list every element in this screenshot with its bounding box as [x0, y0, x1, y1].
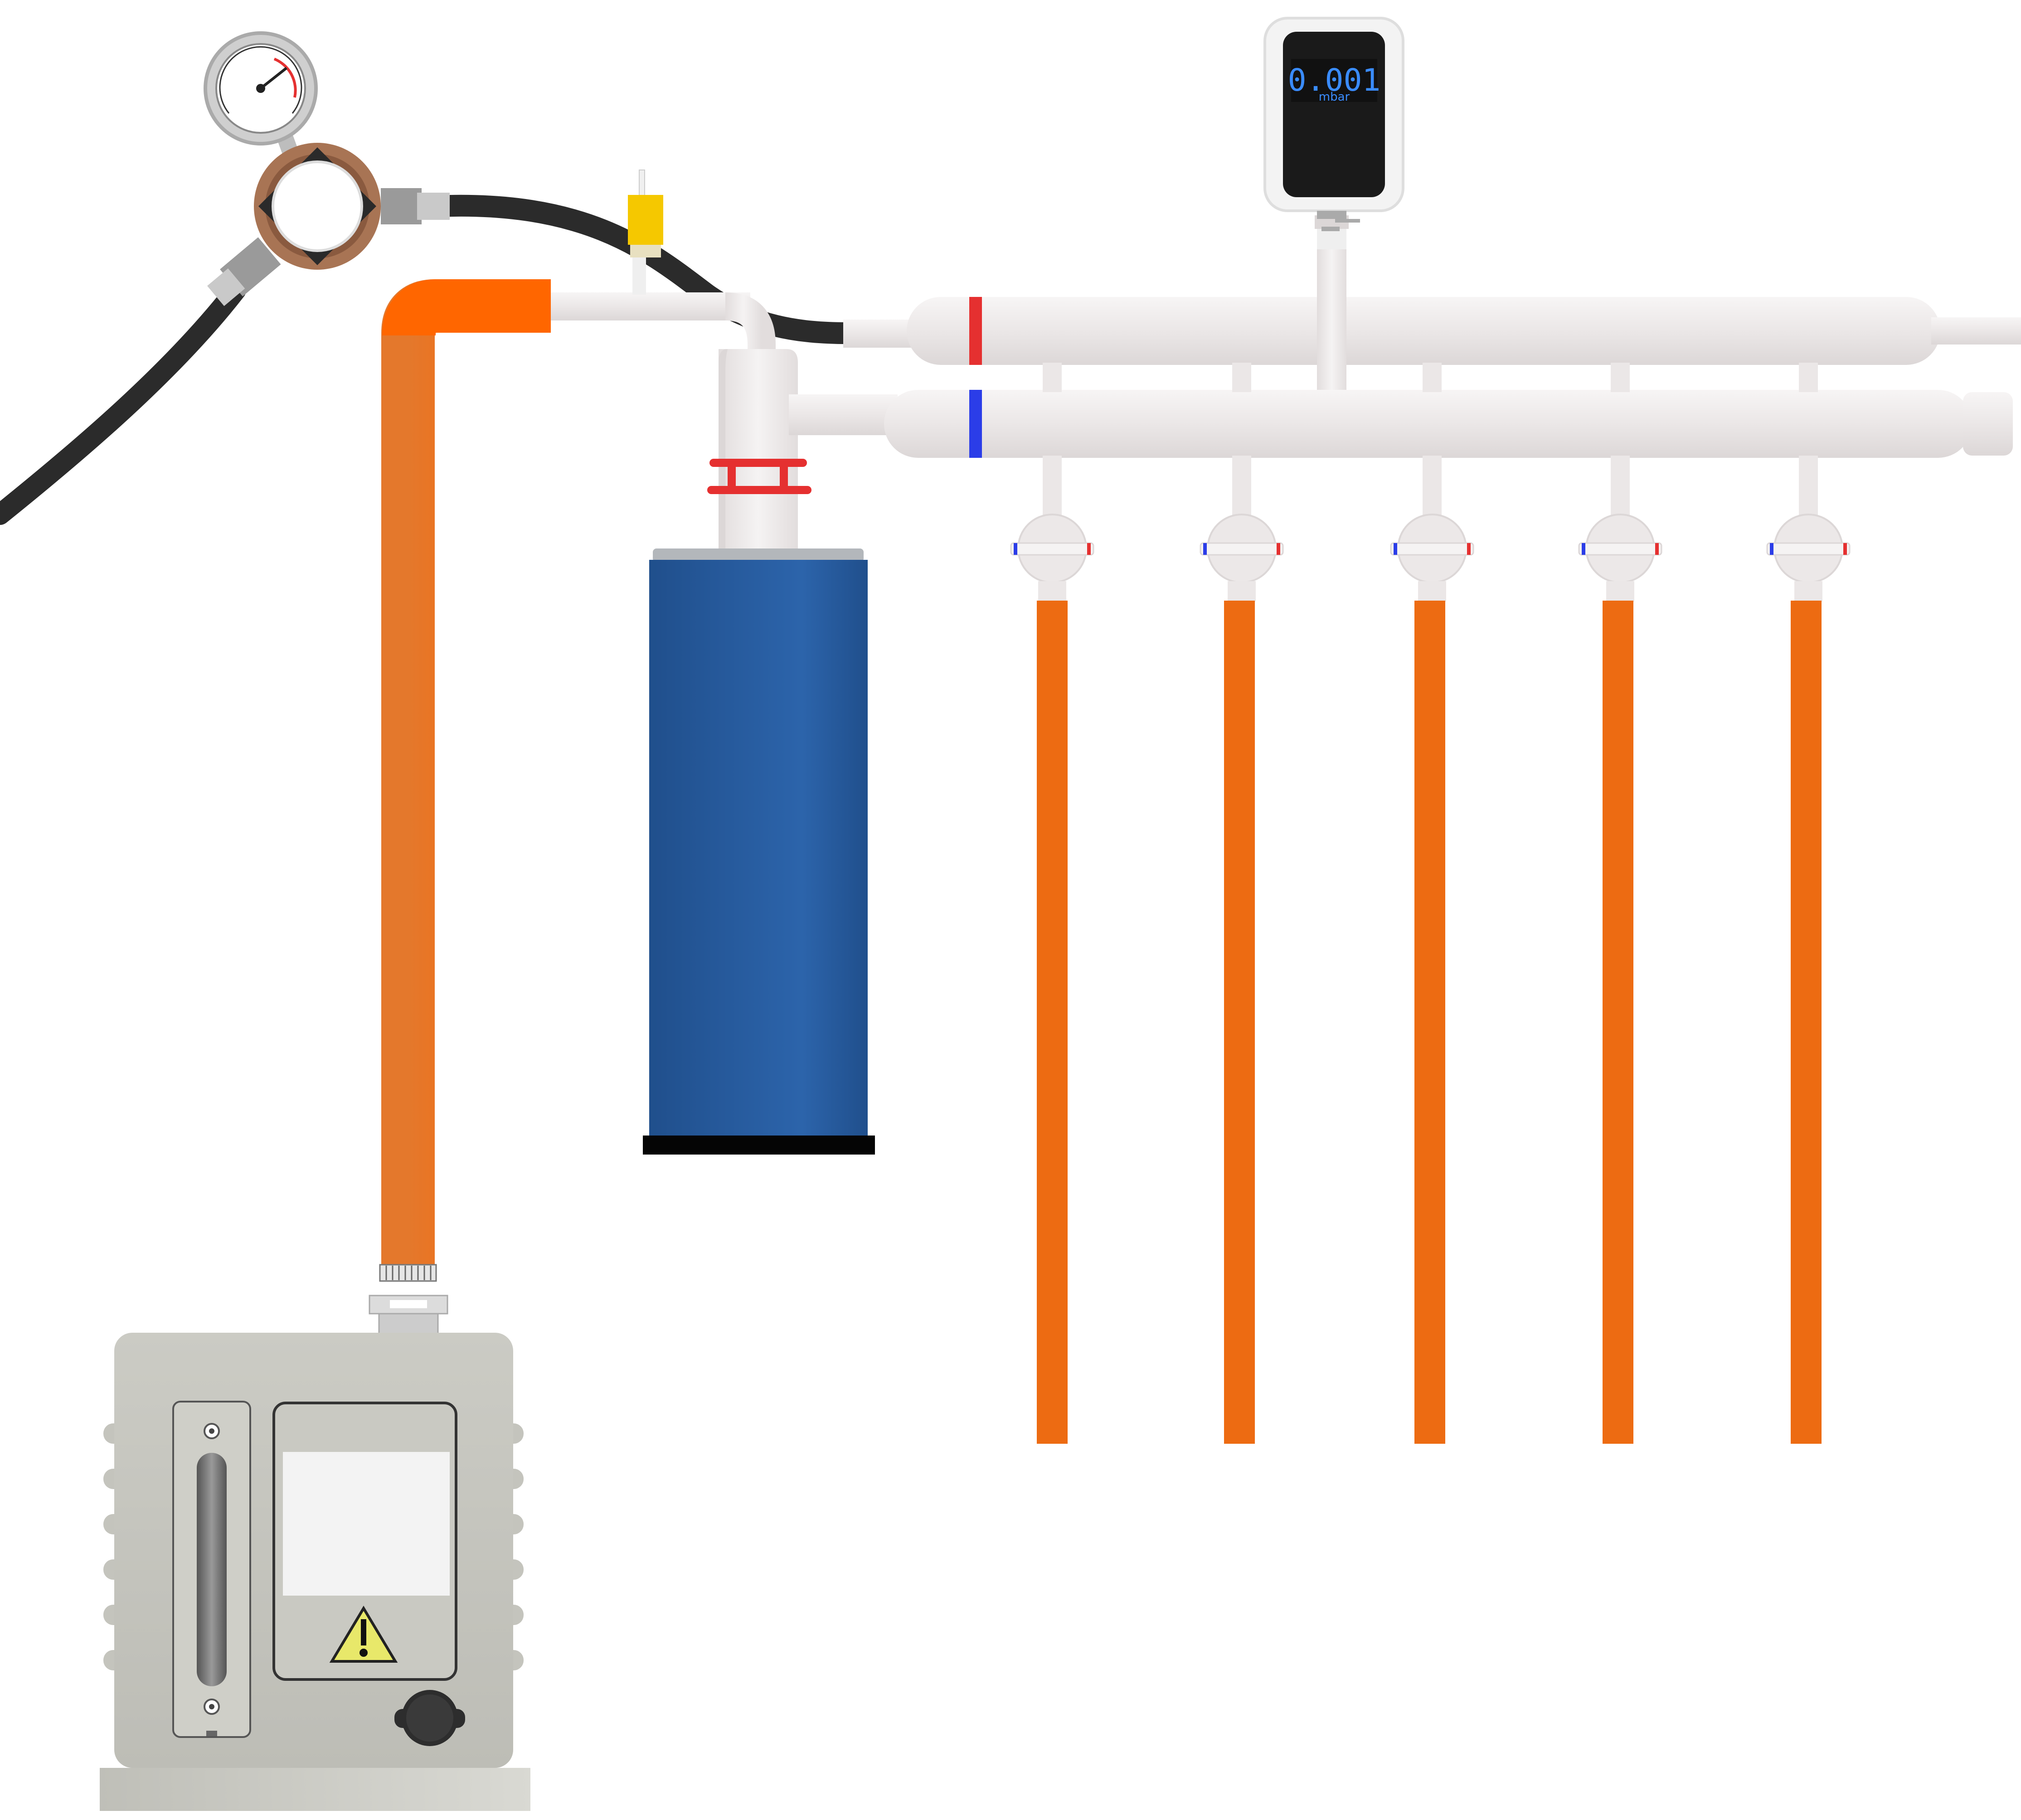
port-3 [1390, 456, 1474, 1444]
vacuum-pump [100, 1333, 530, 1811]
regulator-valve [254, 143, 381, 270]
vacuum-hose-outlet [434, 194, 848, 344]
pressure-gauge-icon [204, 31, 318, 171]
manifold [843, 215, 2021, 458]
cold-trap [643, 548, 875, 1155]
vacuum-line-mark [969, 297, 982, 365]
gas-line-mark [969, 390, 982, 458]
yellow-valve [628, 170, 663, 257]
hose-clamp [369, 1264, 448, 1335]
port-4 [1578, 456, 1662, 1444]
oil-fill-cap [394, 1690, 465, 1746]
pump-hose-main [381, 279, 551, 1278]
hose-fitting-left [207, 237, 281, 306]
digital-vacuum-gauge: 0.001 mbar [1263, 17, 1404, 231]
gauge-unit: mbar [1319, 90, 1350, 104]
port-1 [1010, 456, 1094, 1444]
port-2 [1200, 456, 1284, 1444]
hose-fitting-right [381, 188, 450, 224]
port-5 [1766, 456, 1851, 1444]
vacuum-hose-inlet [0, 280, 246, 525]
gauge-readout: 0.001 [1288, 63, 1381, 98]
trap-clamp [707, 459, 811, 494]
trap-inlet-glassware [551, 245, 898, 553]
warning-triangle-icon [329, 1606, 398, 1663]
pump-hose-bend [382, 279, 551, 337]
